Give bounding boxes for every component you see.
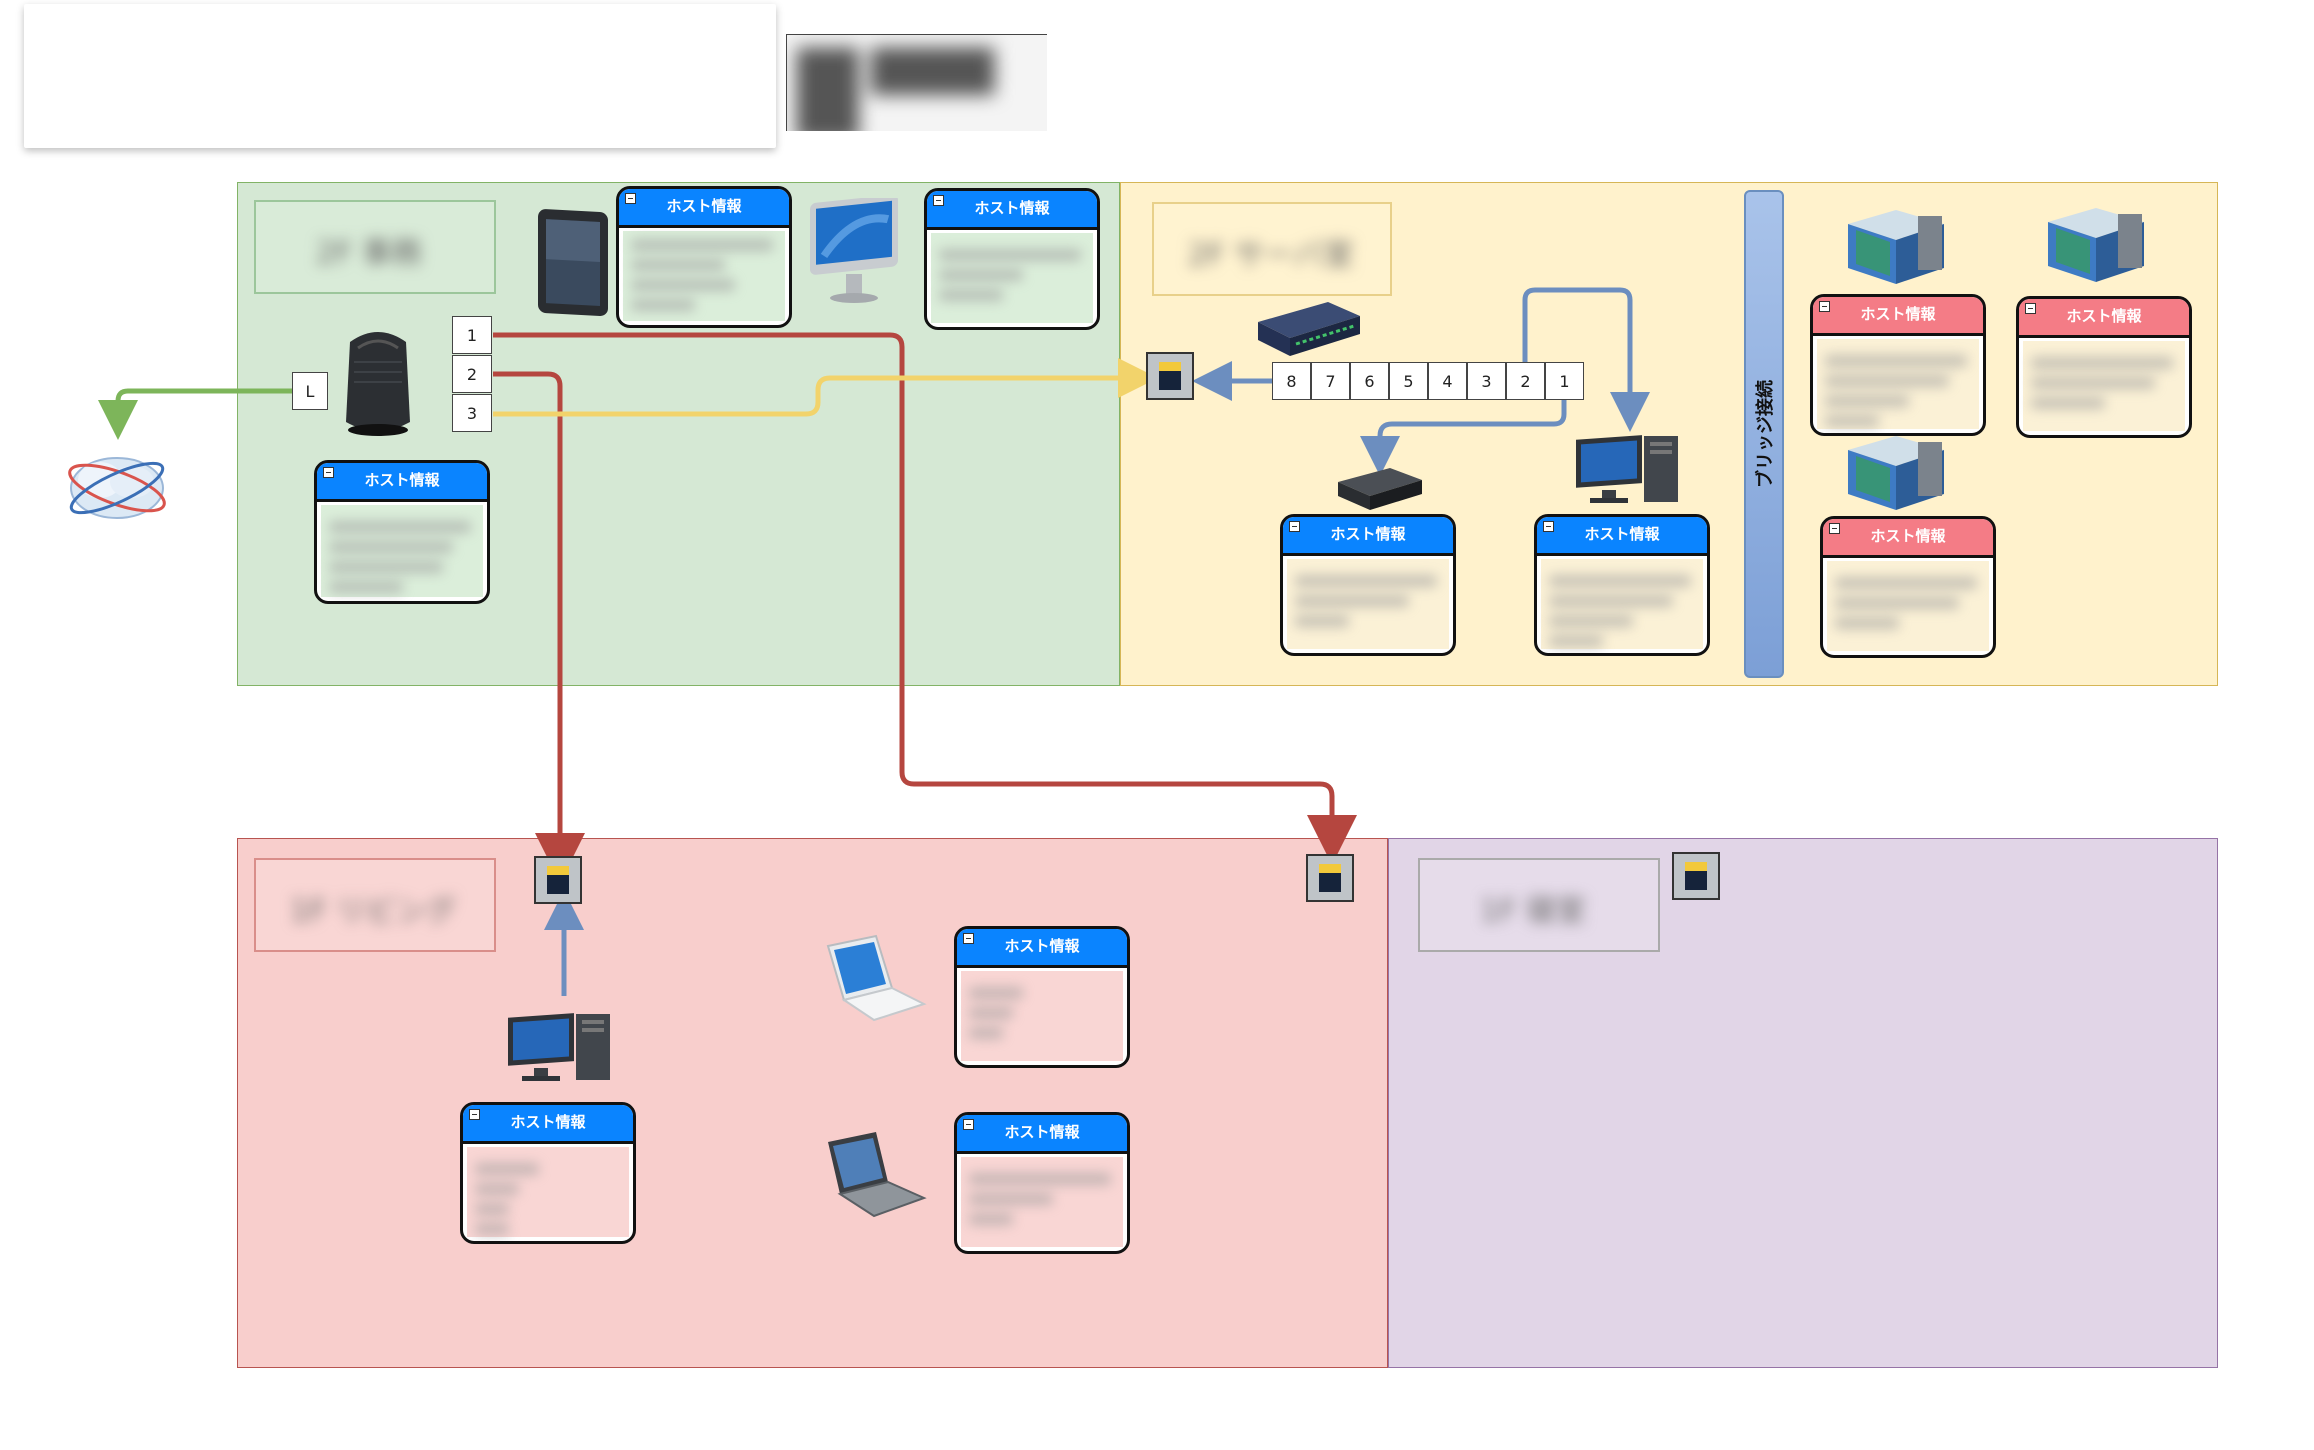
host-info-header: ホスト情報	[1813, 297, 1983, 336]
vm-icon	[2048, 208, 2144, 282]
zone-label-box: 1F リビング	[254, 858, 496, 952]
internet-cloud-icon	[68, 457, 166, 519]
vm-icon	[1848, 436, 1944, 510]
server-pc-icon	[1576, 435, 1678, 503]
collapse-icon[interactable]	[1829, 523, 1840, 534]
host-info-title: ホスト情報	[1860, 305, 1936, 323]
vm-icon	[1848, 210, 1944, 284]
modem-port-3: 3	[452, 394, 492, 432]
host-info-title: ホスト情報	[666, 197, 742, 215]
host-info-card[interactable]: ホスト情報	[2016, 296, 2192, 438]
tablet-icon	[538, 209, 608, 316]
host-info-card[interactable]: ホスト情報	[1280, 514, 1456, 656]
switch-to-router-line	[1360, 400, 1567, 476]
bridge-label: ブリッジ接続	[1755, 380, 1776, 488]
collapse-icon[interactable]	[1819, 301, 1830, 312]
host-info-card[interactable]: ホスト情報	[1810, 294, 1986, 436]
imac-icon	[810, 198, 898, 303]
switch-port-4: 4	[1428, 362, 1467, 400]
laptop-icon	[826, 934, 927, 1022]
modem-icon	[346, 332, 410, 436]
wan-link-line	[98, 388, 292, 440]
lan-jack-icon	[1672, 852, 1720, 900]
desktop-pc-icon	[508, 1013, 610, 1081]
collapse-icon[interactable]	[323, 467, 334, 478]
collapse-icon[interactable]	[963, 933, 974, 944]
zone-label-box: 2F 事務	[254, 200, 496, 294]
host-info-card[interactable]: ホスト情報	[1820, 516, 1996, 658]
collapse-icon[interactable]	[963, 1119, 974, 1130]
host-info-card[interactable]: ホスト情報	[314, 460, 490, 604]
blurred-title-text: ██ ████ ██	[797, 49, 995, 131]
bridge-bar: ブリッジ接続	[1744, 190, 1784, 678]
collapse-icon[interactable]	[933, 195, 944, 206]
host-info-card[interactable]: ホスト情報	[954, 1112, 1130, 1254]
modem-port-2: 2	[452, 355, 492, 393]
switch-port-8: 8	[1272, 362, 1311, 400]
host-info-header: ホスト情報	[957, 929, 1127, 968]
port2-link-line	[493, 371, 585, 883]
zone-label: 1F 寝室	[1480, 894, 1586, 929]
zone-label: 2F 事務	[316, 236, 422, 271]
lan-jack-icon	[534, 856, 582, 904]
host-info-header: ホスト情報	[1537, 517, 1707, 556]
switch-port-strip: 8 7 6 5 4 3 2 1	[1272, 362, 1584, 400]
host-info-header: ホスト情報	[2019, 299, 2189, 338]
collapse-icon[interactable]	[1543, 521, 1554, 532]
switch-port-2: 2	[1506, 362, 1545, 400]
switch-to-server-line	[1522, 287, 1650, 432]
zone-label: 2F サーバ室	[1188, 238, 1354, 273]
host-info-title: ホスト情報	[1330, 525, 1406, 543]
modem-port-1: 1	[452, 316, 492, 354]
host-info-title: ホスト情報	[1004, 937, 1080, 955]
zone-label: 1F リビング	[290, 894, 456, 929]
host-info-header: ホスト情報	[957, 1115, 1127, 1154]
switch-port-6: 6	[1350, 362, 1389, 400]
wan-port: L	[292, 372, 328, 410]
host-info-title: ホスト情報	[2066, 307, 2142, 325]
host-info-card[interactable]: ホスト情報	[1534, 514, 1710, 656]
host-info-header: ホスト情報	[463, 1105, 633, 1144]
host-info-header: ホスト情報	[317, 463, 487, 502]
host-info-header: ホスト情報	[1823, 519, 1993, 558]
host-info-card[interactable]: ホスト情報	[924, 188, 1100, 330]
zone-label-box: 1F 寝室	[1418, 858, 1660, 952]
collapse-icon[interactable]	[469, 1109, 480, 1120]
switch-port-1: 1	[1545, 362, 1584, 400]
port3-link-line	[493, 358, 1158, 417]
laptop-icon	[828, 1132, 927, 1218]
host-info-card[interactable]: ホスト情報	[954, 926, 1130, 1068]
router-icon	[1338, 468, 1422, 510]
collapse-icon[interactable]	[1289, 521, 1300, 532]
host-info-title: ホスト情報	[1870, 527, 1946, 545]
host-info-header: ホスト情報	[1283, 517, 1453, 556]
lan-jack-icon	[1306, 854, 1354, 902]
host-info-title: ホスト情報	[364, 471, 440, 489]
port1-link-line	[493, 332, 1357, 865]
switch-icon	[1258, 302, 1360, 356]
host-info-card[interactable]: ホスト情報	[460, 1102, 636, 1244]
switch-port-5: 5	[1389, 362, 1428, 400]
collapse-icon[interactable]	[625, 193, 636, 204]
host-info-title: ホスト情報	[510, 1113, 586, 1131]
collapse-icon[interactable]	[2025, 303, 2036, 314]
host-info-header: ホスト情報	[619, 189, 789, 228]
host-info-header: ホスト情報	[927, 191, 1097, 230]
host-info-title: ホスト情報	[1584, 525, 1660, 543]
zone-label-box: 2F サーバ室	[1152, 202, 1392, 296]
title-box	[24, 4, 776, 148]
lan-jack-icon	[1146, 352, 1194, 400]
host-info-title: ホスト情報	[974, 199, 1050, 217]
switch-port-7: 7	[1311, 362, 1350, 400]
switch-port-3: 3	[1467, 362, 1506, 400]
host-info-title: ホスト情報	[1004, 1123, 1080, 1141]
blurred-title: ██ ████ ██	[786, 34, 1047, 131]
host-info-card[interactable]: ホスト情報	[616, 186, 792, 328]
